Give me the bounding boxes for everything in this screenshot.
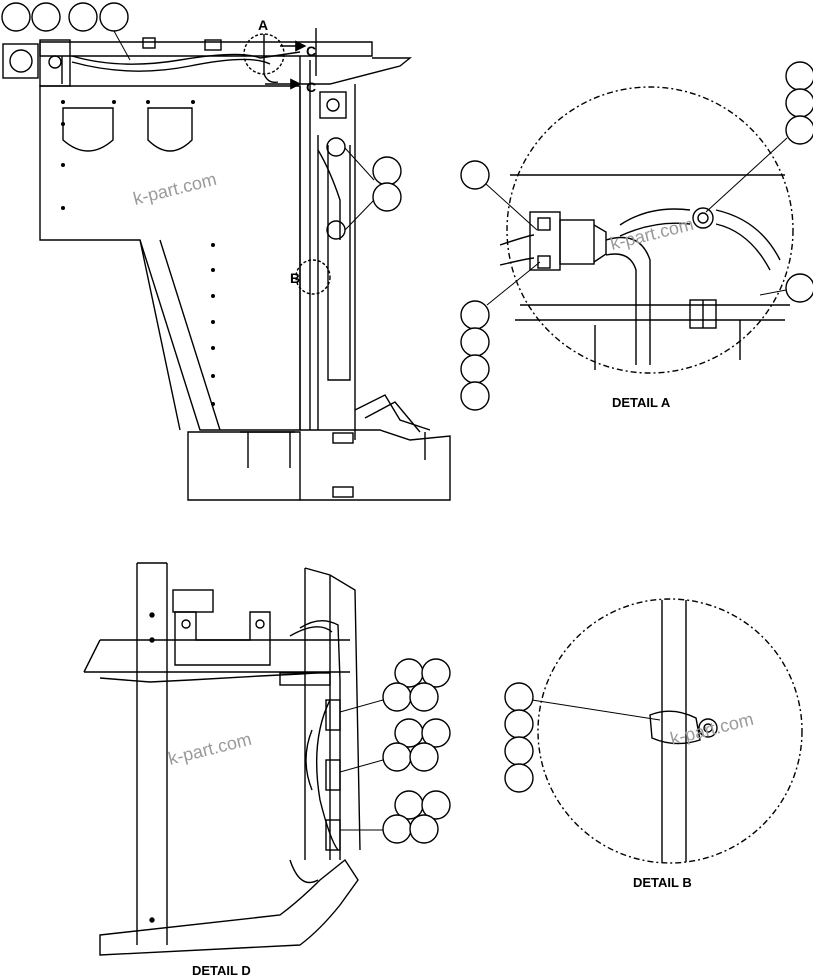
detail-d-caption: DETAIL D [192, 963, 251, 978]
callout-letter-a: A [258, 17, 268, 33]
callout-letter-c-lower: C [306, 79, 316, 95]
watermark-text: k-part.com [131, 169, 218, 209]
watermark-text: k-part.com [668, 709, 755, 749]
detail-b-bubbles [504, 682, 534, 793]
watermark-text: k-part.com [166, 729, 253, 769]
detail-a-caption: DETAIL A [612, 395, 671, 410]
detail-d-bubbles [382, 658, 451, 844]
callout-letter-c-upper: C [306, 43, 316, 59]
detail-a [499, 86, 794, 374]
main-view [2, 28, 451, 501]
detail-b-caption: DETAIL B [633, 875, 692, 890]
callout-letter-b: B [290, 270, 300, 286]
detail-b [537, 598, 803, 864]
detail-a-bubbles [460, 61, 813, 411]
watermark-text: k-part.com [608, 214, 695, 254]
detail-d [83, 562, 361, 956]
main-view-bubbles [1, 2, 402, 212]
